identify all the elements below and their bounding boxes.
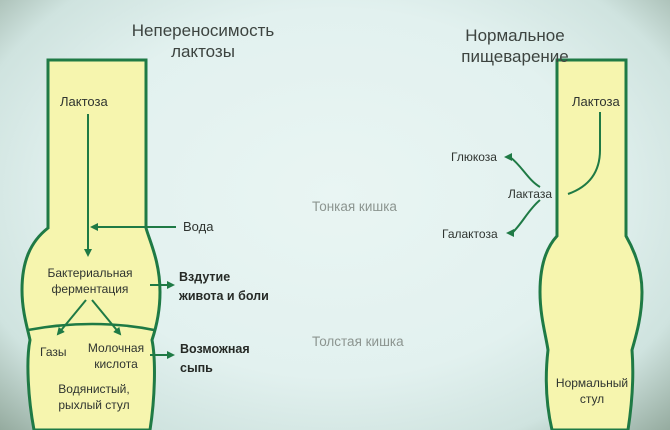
- rash-label: Возможная сыпь: [180, 340, 250, 378]
- left-tube-segment-line: [27, 322, 155, 332]
- fermentation-line2: ферментация: [51, 282, 129, 296]
- left-title-line1: Непереносимость: [131, 21, 275, 40]
- right-intestine-tube: [538, 58, 644, 430]
- left-lactose-label: Лактоза: [60, 94, 108, 109]
- right-lactose-label: Лактоза: [572, 94, 620, 109]
- small-intestine-label: Тонкая кишка: [312, 199, 397, 214]
- lactase-label: Лактаза: [508, 187, 553, 201]
- stool-line2: рыхлый стул: [58, 398, 130, 412]
- arrow-lactose-to-lactase: [567, 112, 601, 195]
- stool-line1: Водянистый,: [58, 382, 130, 396]
- left-title: Непереносимость лактозы: [118, 20, 288, 62]
- lactic-line2: кислота: [94, 357, 138, 371]
- water-label: Вода: [183, 219, 214, 234]
- gases-label: Газы: [40, 345, 67, 359]
- bloating-line1: Вздутие: [179, 270, 231, 284]
- rash-line2: сыпь: [180, 361, 213, 375]
- fermentation-line1: Бактериальная: [47, 266, 133, 280]
- arrow-to-lactic-acid: [91, 299, 122, 336]
- normal-stool-line1: Нормальный: [555, 376, 629, 390]
- right-title-line1: Нормальное: [465, 26, 565, 45]
- right-title-line2: пищеварение: [461, 47, 569, 66]
- right-title: Нормальное пищеварение: [440, 25, 590, 67]
- lactic-acid-label: Молочная кислота: [86, 340, 146, 372]
- normal-stool-line2: стул: [579, 392, 605, 406]
- watery-stool-label: Водянистый, рыхлый стул: [44, 381, 144, 413]
- glucose-label: Глюкоза: [451, 150, 497, 164]
- galactose-label: Галактоза: [442, 227, 498, 241]
- left-title-line2: лактозы: [171, 42, 235, 61]
- left-intestine-tube: [20, 58, 162, 430]
- fermentation-label: Бактериальная ферментация: [40, 265, 140, 297]
- lactic-line1: Молочная: [87, 341, 145, 355]
- arrow-to-gases: [56, 299, 87, 336]
- bloating-label: Вздутие живота и боли: [179, 268, 269, 306]
- lactase-branch-lines: [509, 156, 541, 234]
- bloating-line2: живота и боли: [179, 289, 269, 303]
- rash-line1: Возможная: [180, 342, 250, 356]
- normal-stool-label: Нормальный стул: [555, 375, 629, 407]
- large-intestine-label: Толстая кишка: [312, 334, 404, 349]
